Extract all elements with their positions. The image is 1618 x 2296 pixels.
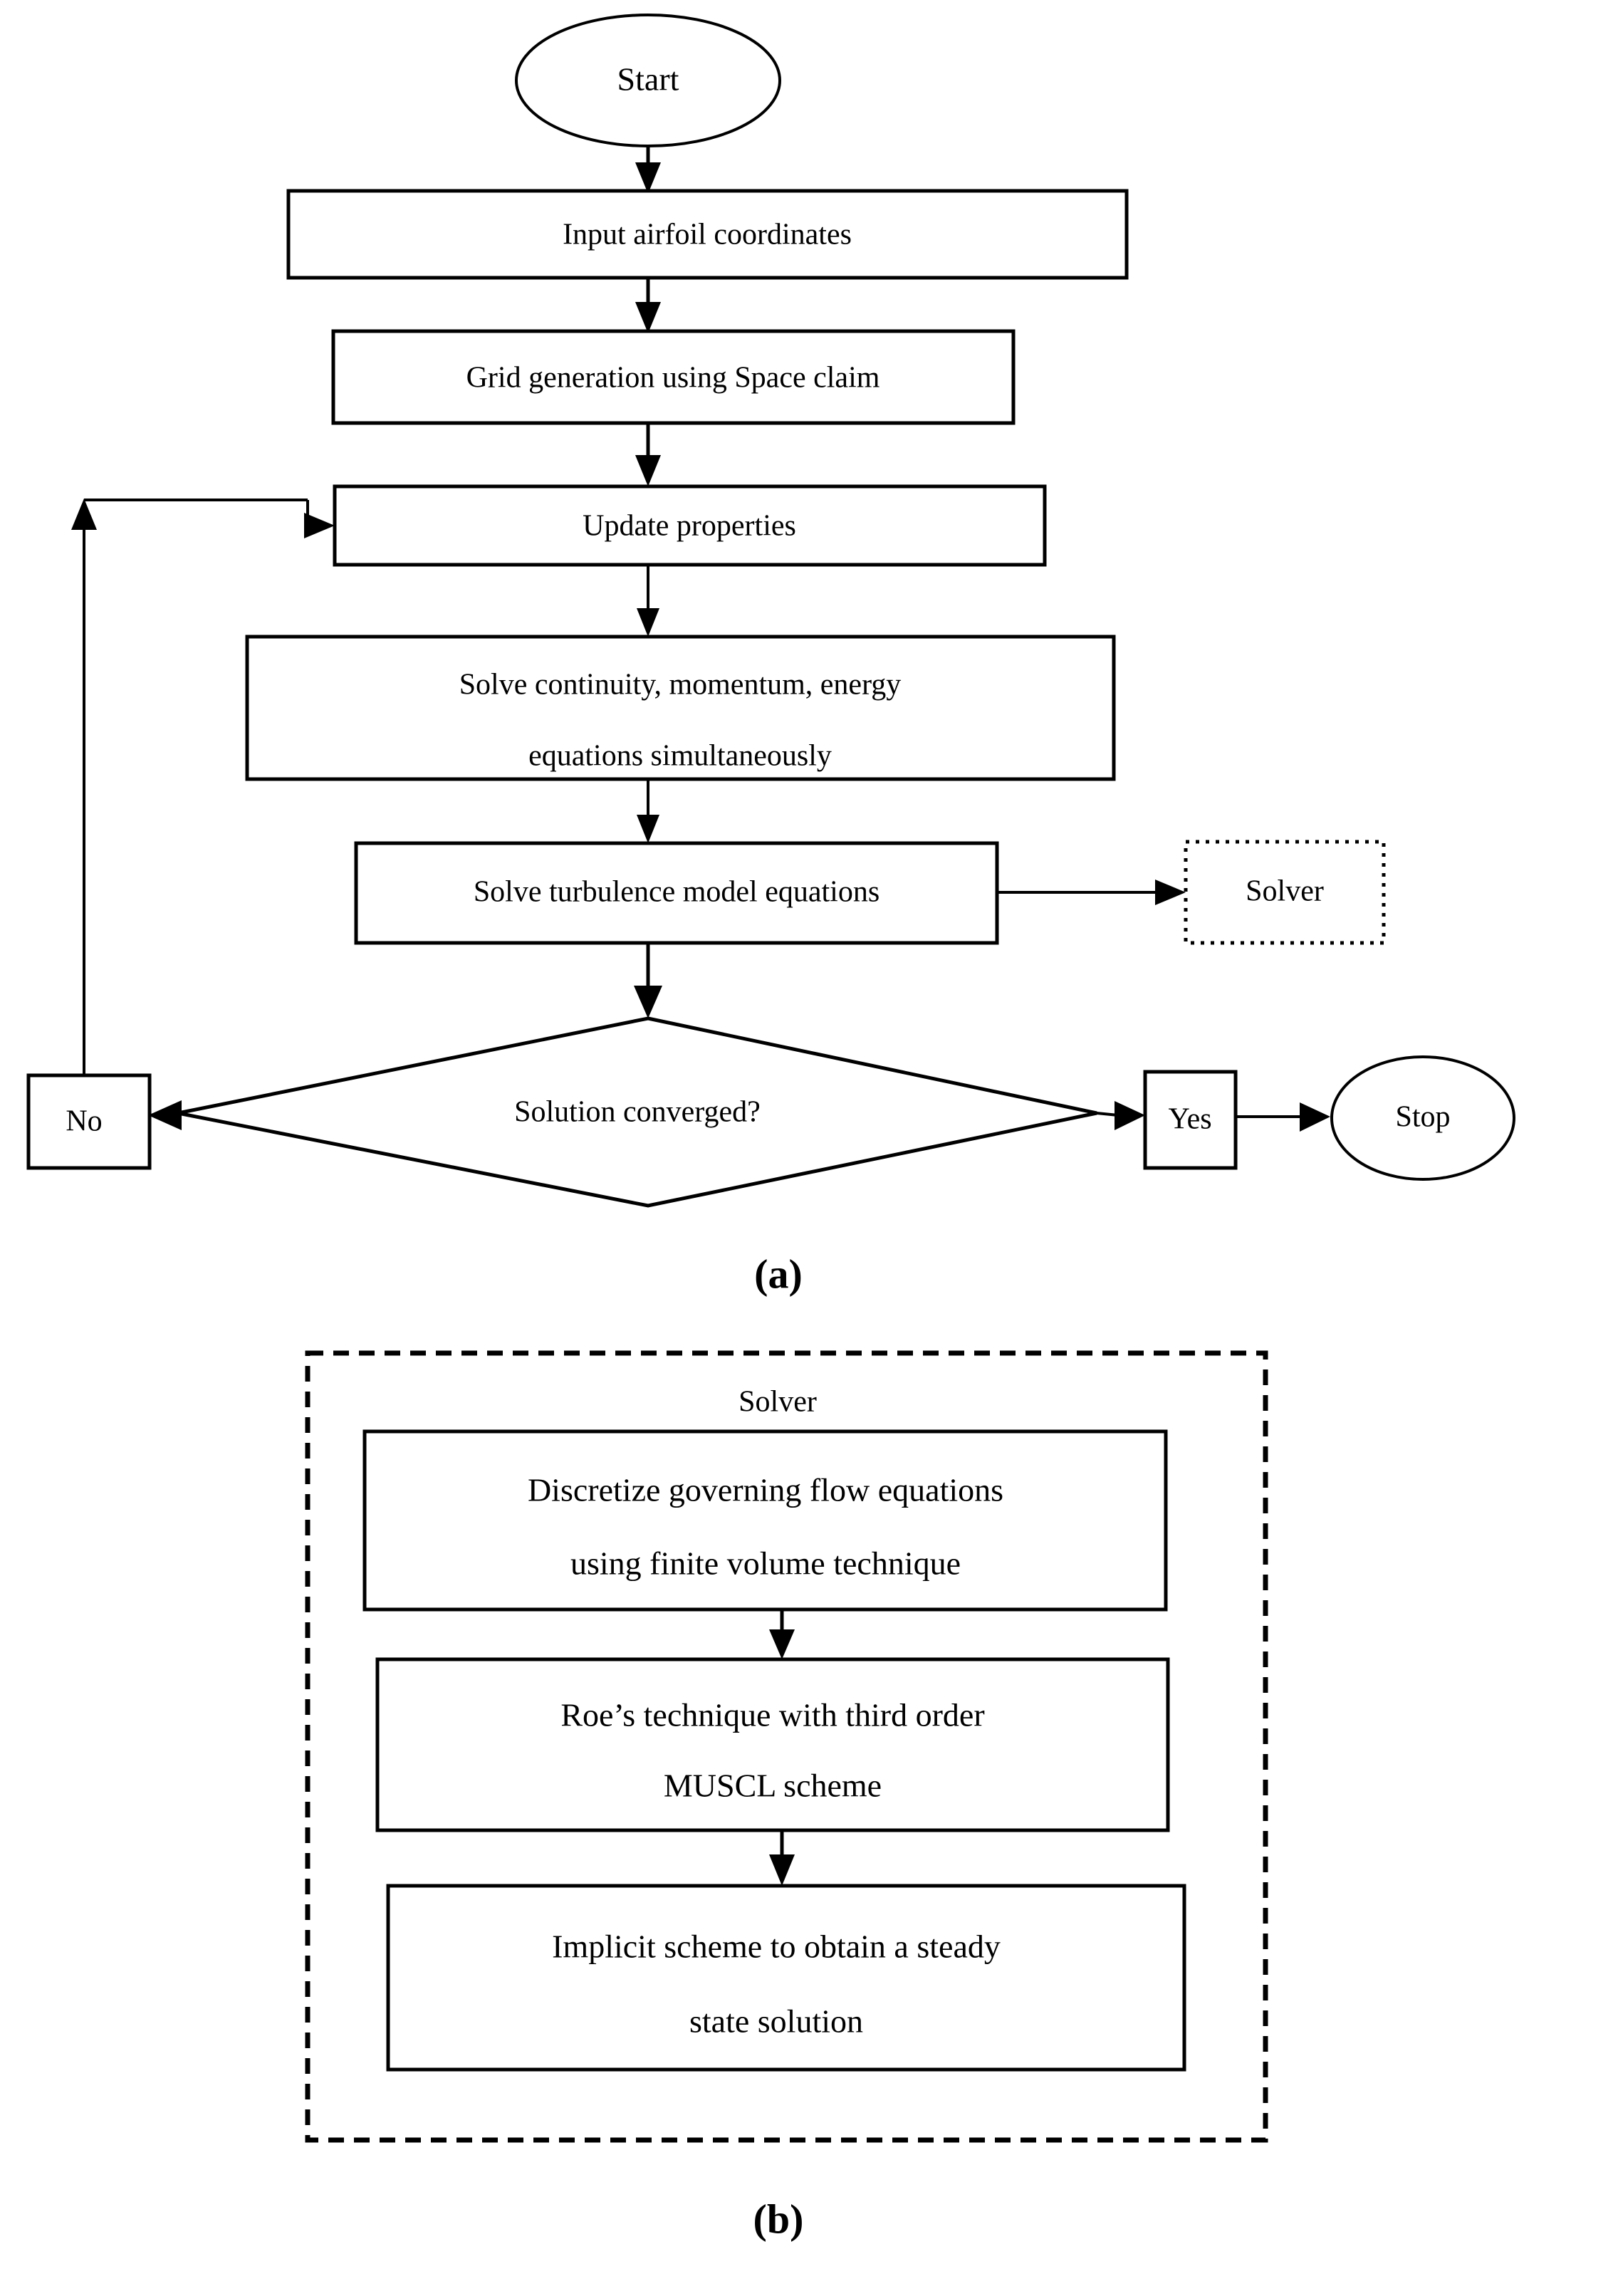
grid-generation-rect-shape [331, 329, 1016, 425]
grid-generation-label: Grid generation using Space claim [466, 362, 880, 395]
arrow-head-icon [148, 1100, 182, 1130]
panel-a-caption: (a) [754, 1251, 803, 1297]
connector-feedback-loop [71, 499, 335, 1075]
connector-grid-to-update [635, 423, 661, 486]
solve-equations-line1: Solve continuity, momentum, energy [459, 669, 902, 701]
node-roe-technique: Roe’s technique with third order MUSCL s… [375, 1657, 1170, 1832]
node-solve-turbulence: Solve turbulence model equations [354, 841, 999, 945]
no-branch-rect-shape [26, 1073, 152, 1170]
roe-technique-line2: MUSCL scheme [664, 1768, 882, 1804]
connector-input-to-grid [635, 278, 661, 333]
stop-label: Stop [1395, 1101, 1450, 1134]
solver-ref-dotted-rect-shape [1184, 840, 1386, 945]
arrow-head-icon [634, 986, 662, 1018]
update-properties-label: Update properties [583, 510, 796, 543]
arrow-head-icon [769, 1854, 795, 1886]
start-label: Start [617, 61, 679, 98]
roe-technique-line1: Roe’s technique with third order [560, 1697, 984, 1733]
discretize-line2: using finite volume technique [570, 1545, 961, 1582]
arrow-head-icon [637, 608, 659, 637]
yes-branch-rect-shape [1143, 1070, 1238, 1170]
arrow-head-icon [635, 455, 661, 486]
node-update-properties: Update properties [333, 484, 1047, 567]
node-discretize: Discretize governing flow equations usin… [362, 1429, 1168, 1612]
arrow-head-icon-into-update [304, 513, 335, 538]
node-start: Start [515, 14, 781, 147]
input-coords-rect-shape [286, 189, 1129, 280]
solve-turbulence-label: Solve turbulence model equations [474, 876, 880, 909]
node-implicit-scheme: Implicit scheme to obtain a steady state… [386, 1884, 1186, 2072]
decision-diamond-shape [177, 1016, 1097, 1208]
node-solve-equations: Solve continuity, momentum, energy equat… [245, 635, 1116, 781]
stop-ellipse-shape [1330, 1055, 1515, 1181]
arrow-head-icon [1300, 1102, 1330, 1132]
update-properties-rect-shape [333, 484, 1047, 567]
panel-b-caption: (b) [753, 2196, 804, 2242]
connector-start-to-input [635, 146, 661, 194]
implicit-scheme-line1: Implicit scheme to obtain a steady [552, 1929, 1001, 1965]
implicit-scheme-line2: state solution [689, 2003, 863, 2040]
input-coords-label: Input airfoil coordinates [563, 219, 852, 251]
connector-decision-to-yes [1096, 1101, 1145, 1130]
arrow-head-icon [1115, 1101, 1145, 1130]
node-no-branch: No [26, 1073, 152, 1170]
solver-container-label: Solver [738, 1386, 817, 1419]
panel-a-caption-text: (a) [754, 1251, 803, 1297]
node-yes-branch: Yes [1143, 1070, 1238, 1170]
arrow-head-icon [637, 815, 659, 843]
yes-branch-label: Yes [1168, 1103, 1211, 1136]
connector-yes-to-stop [1236, 1102, 1330, 1132]
arrow-head-icon [635, 162, 661, 194]
connector-decision-to-no [148, 1100, 184, 1130]
connector-turbulence-to-solver [997, 880, 1186, 905]
decision-label: Solution converged? [514, 1096, 761, 1129]
roe-technique-rect-shape [375, 1657, 1170, 1832]
arrow-head-icon [1155, 880, 1186, 905]
connector-turbulence-to-decision [634, 943, 662, 1018]
connector-roe-to-implicit [769, 1830, 795, 1886]
node-input-airfoil-coordinates: Input airfoil coordinates [286, 189, 1129, 280]
discretize-line1: Discretize governing flow equations [528, 1472, 1003, 1508]
connector-update-to-solve-equations [637, 565, 659, 637]
solve-equations-rect-shape [245, 635, 1116, 781]
connector-solve-equations-to-turbulence [637, 779, 659, 843]
arrow-head-icon-up [71, 499, 97, 530]
panel-b-caption-text: (b) [753, 2196, 804, 2242]
node-solver-reference: Solver [1184, 840, 1386, 945]
node-grid-generation: Grid generation using Space claim [331, 329, 1016, 425]
node-stop: Stop [1330, 1055, 1515, 1181]
arrow-head-icon [769, 1629, 795, 1659]
solver-ref-label: Solver [1246, 875, 1324, 908]
node-decision-solution-converged: Solution converged? [177, 1016, 1097, 1208]
no-branch-label: No [66, 1105, 102, 1138]
discretize-rect-shape [362, 1429, 1168, 1612]
implicit-scheme-rect-shape [386, 1884, 1186, 2072]
connector-discretize-to-roe [769, 1609, 795, 1659]
solve-equations-line2: equations simultaneously [528, 740, 832, 773]
arrow-head-icon [635, 302, 661, 333]
